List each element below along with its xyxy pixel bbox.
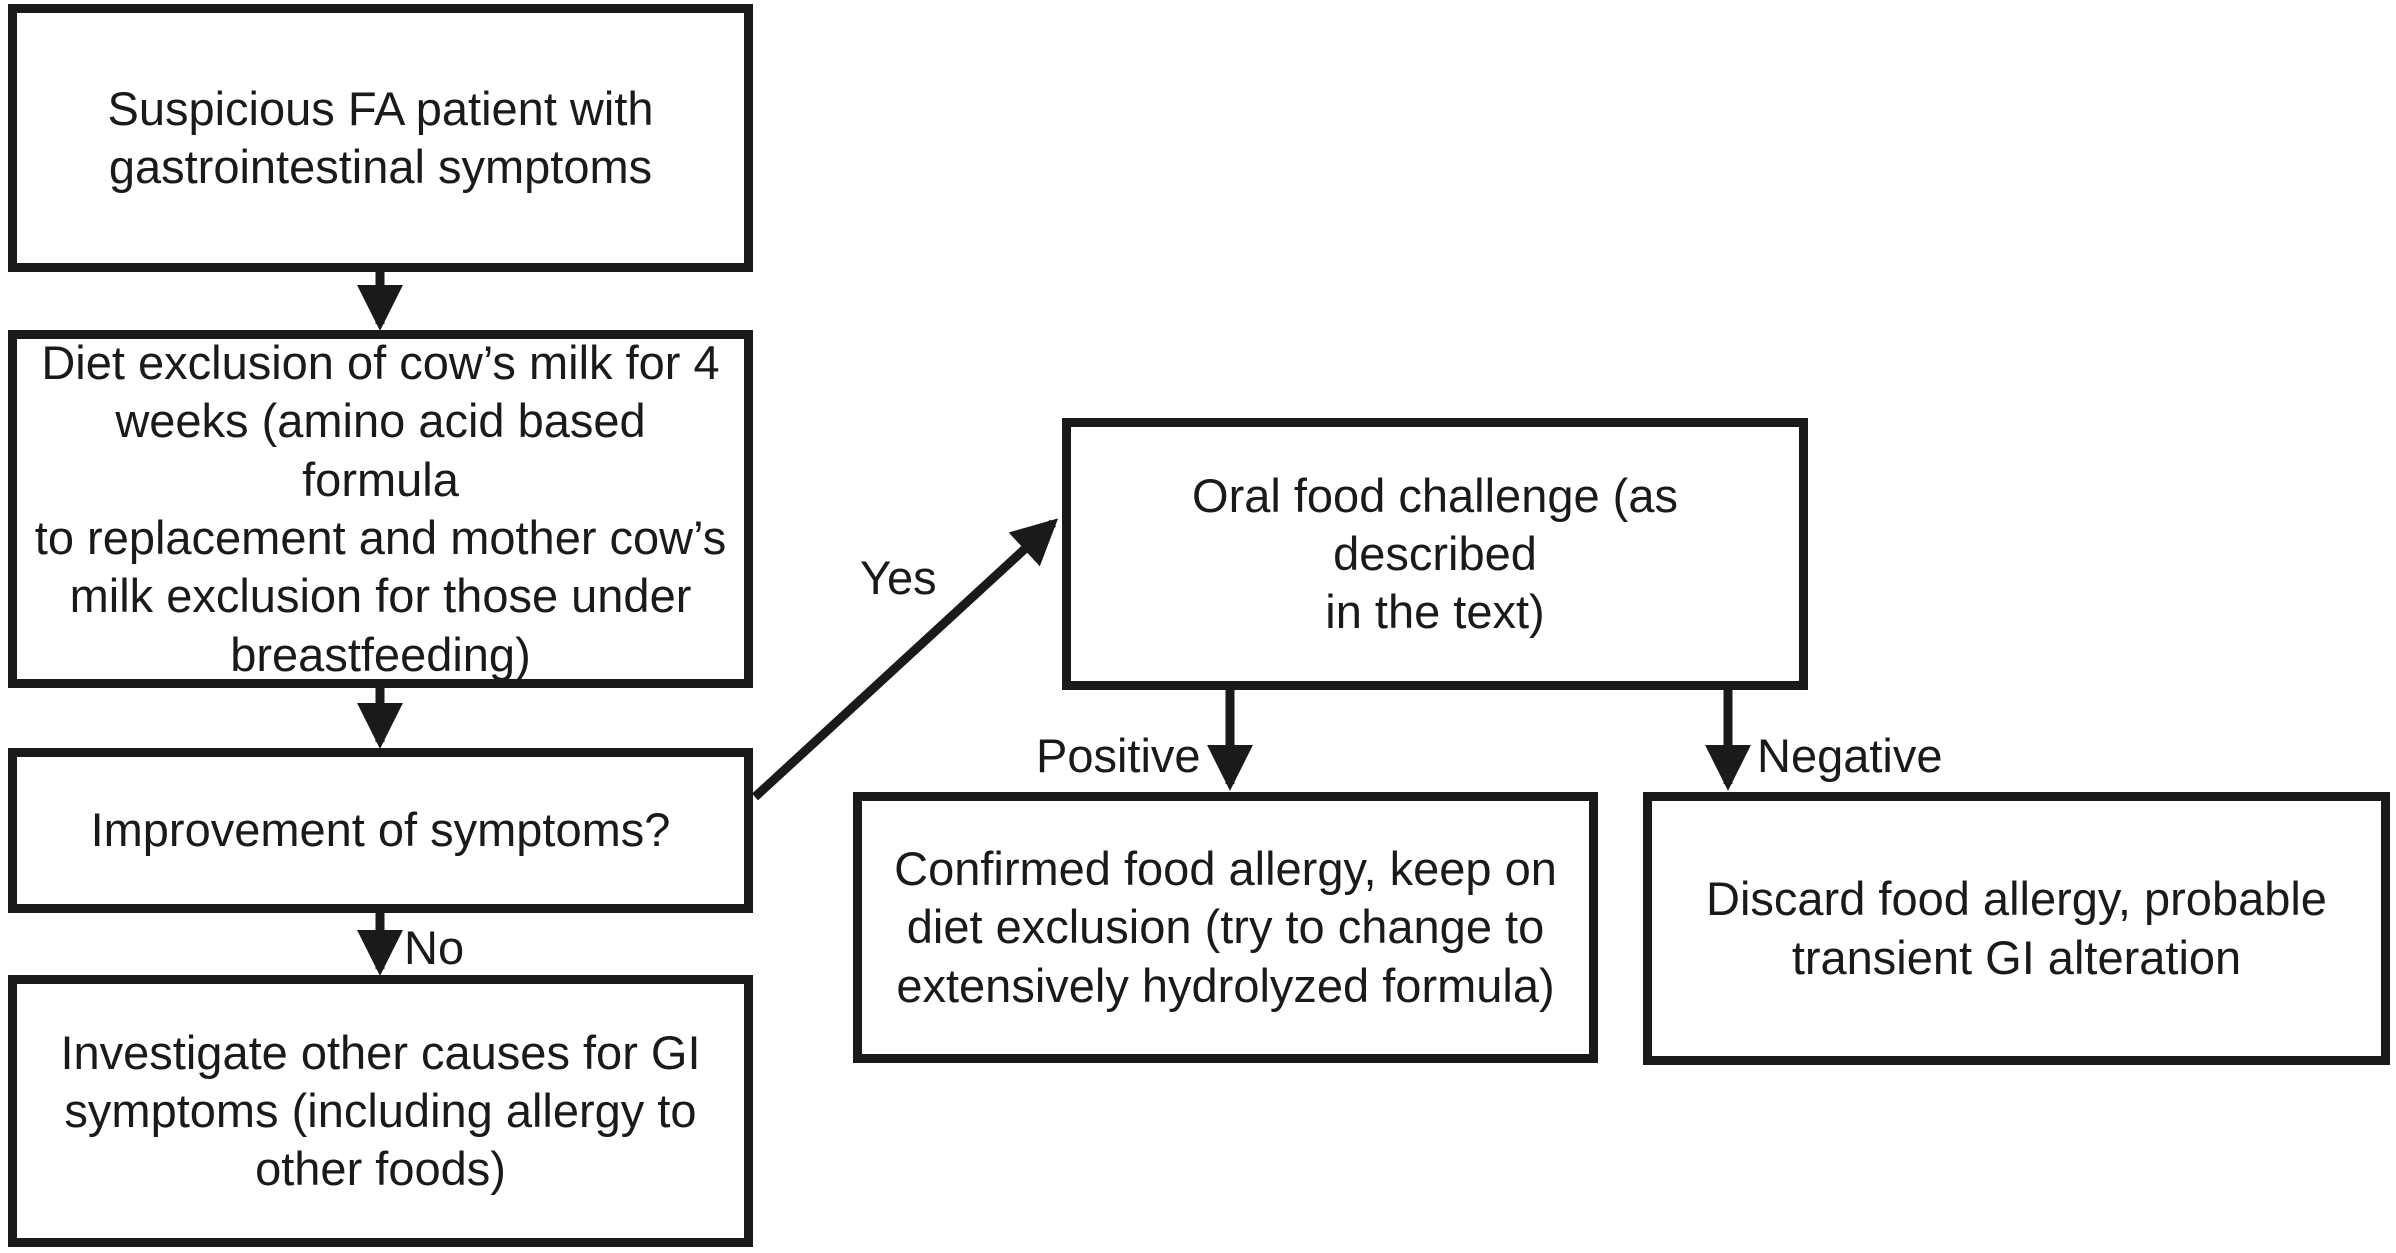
node-suspicious-fa-patient: Suspicious FA patient with gastrointesti…: [8, 4, 753, 272]
node-improvement-of-symptoms: Improvement of symptoms?: [8, 748, 753, 913]
edge-label-no: No: [404, 921, 465, 974]
edge-label-negative: Negative: [1757, 729, 1943, 782]
node-diet-exclusion: Diet exclusion of cow’s milk for 4 weeks…: [8, 330, 753, 688]
node-investigate-other-causes: Investigate other causes for GI symptoms…: [8, 975, 753, 1247]
node-oral-food-challenge: Oral food challenge (as described in the…: [1062, 418, 1808, 690]
node-confirmed-food-allergy: Confirmed food allergy, keep on diet exc…: [853, 792, 1598, 1063]
node-discard-food-allergy: Discard food allergy, probable transient…: [1643, 792, 2390, 1065]
edge-label-yes: Yes: [860, 551, 937, 604]
edge-label-positive: Positive: [1036, 729, 1201, 782]
